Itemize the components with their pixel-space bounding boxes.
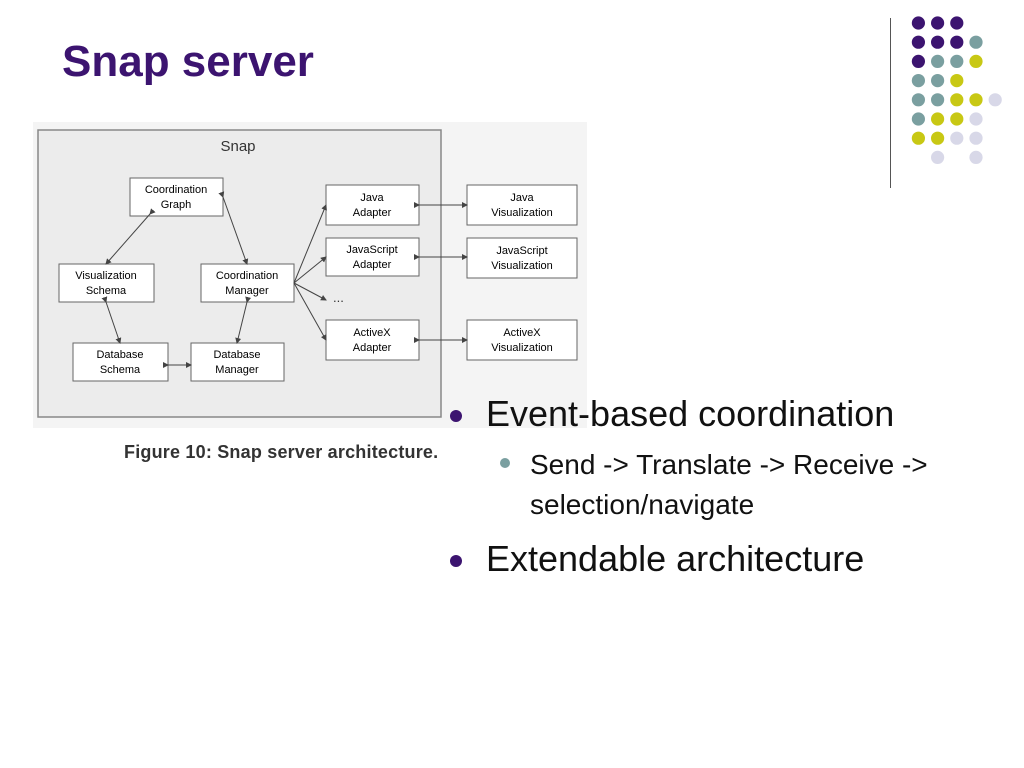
svg-text:Manager: Manager [215, 364, 259, 376]
more-adapters-ellipsis: ... [333, 290, 344, 305]
svg-text:Coordination: Coordination [145, 184, 207, 196]
coordination-manager-box: Coordination Manager [200, 263, 295, 303]
decorative-dot [931, 74, 945, 88]
svg-text:Database: Database [213, 349, 260, 361]
svg-text:Java: Java [360, 192, 384, 204]
decorative-dot [911, 35, 926, 49]
decorative-dot [911, 112, 926, 126]
decorative-dot [969, 93, 983, 107]
svg-text:Graph: Graph [161, 199, 192, 211]
decorative-dot [950, 93, 964, 107]
decorative-dot [950, 74, 964, 88]
bullet-text: Event-based coordination [486, 393, 895, 434]
decorative-dot [931, 112, 945, 126]
javascript-adapter-box: JavaScript Adapter [325, 237, 420, 277]
sub-bullet-icon [500, 458, 510, 469]
figure-caption: Figure 10: Snap server architecture. [124, 442, 439, 462]
activex-visualization-box: ActiveX Visualization [466, 319, 578, 361]
decorative-dot [911, 54, 926, 68]
svg-text:Coordination: Coordination [216, 270, 278, 282]
java-adapter-box: Java Adapter [325, 184, 420, 226]
bullet-item: Event-based coordination [450, 392, 1020, 435]
svg-text:Adapter: Adapter [353, 259, 392, 271]
svg-text:Java: Java [510, 192, 534, 204]
decorative-dot [950, 54, 964, 68]
svg-text:Visualization: Visualization [75, 270, 137, 282]
decorative-dot [911, 74, 926, 88]
decorative-dot [931, 16, 945, 30]
svg-text:ActiveX: ActiveX [503, 327, 541, 339]
decorative-dot [988, 93, 1002, 107]
decorative-dot [911, 16, 926, 30]
decorative-dot [950, 131, 964, 145]
decorative-dot [931, 54, 945, 68]
snap-frame-label: Snap [220, 138, 255, 155]
database-manager-box: Database Manager [190, 342, 285, 382]
bullet-icon [450, 410, 462, 422]
bullet-item: Extendable architecture [450, 537, 1020, 580]
svg-text:Visualization: Visualization [491, 342, 553, 354]
activex-adapter-box: ActiveX Adapter [325, 319, 420, 361]
decorative-dot [969, 150, 983, 164]
bullet-list: Event-based coordination Send -> Transla… [450, 392, 1020, 590]
decorative-dot [969, 112, 983, 126]
decorative-dot [931, 35, 945, 49]
decorative-dot [911, 131, 926, 145]
svg-text:Schema: Schema [86, 285, 127, 297]
decorative-dot [931, 93, 945, 107]
bullet-icon [450, 554, 462, 567]
svg-text:Database: Database [96, 349, 143, 361]
coordination-graph-box: Coordination Graph [129, 177, 224, 217]
decorative-dot [950, 16, 964, 30]
decorative-dot [950, 112, 964, 126]
svg-text:Adapter: Adapter [353, 342, 392, 354]
java-visualization-box: Java Visualization [466, 184, 578, 226]
connector-lines [101, 191, 468, 368]
svg-text:Manager: Manager [225, 285, 269, 297]
visualization-schema-box: Visualization Schema [58, 263, 155, 303]
svg-text:Schema: Schema [100, 364, 141, 376]
decorative-dot [969, 131, 983, 145]
architecture-figure: Snap Coordination Graph Visualization Sc… [33, 122, 587, 428]
sub-bullet-item: Send -> Translate -> Receive -> selectio… [450, 445, 1010, 525]
svg-text:Visualization: Visualization [491, 260, 553, 272]
decorative-dot [931, 150, 945, 164]
decorative-dot [911, 93, 926, 107]
svg-text:JavaScript: JavaScript [346, 244, 397, 256]
svg-text:ActiveX: ActiveX [353, 327, 391, 339]
svg-text:Adapter: Adapter [353, 207, 392, 219]
javascript-visualization-box: JavaScript Visualization [466, 237, 578, 279]
svg-text:Visualization: Visualization [491, 207, 553, 219]
decorative-dot [969, 54, 983, 68]
bullet-text: Extendable architecture [486, 537, 865, 579]
database-schema-box: Database Schema [72, 342, 169, 382]
architecture-diagram: Snap Coordination Graph Visualization Sc… [37, 129, 578, 418]
svg-text:JavaScript: JavaScript [496, 245, 547, 257]
slide-title: Snap server [62, 37, 314, 86]
sub-bullet-text: Send -> Translate -> Receive -> selectio… [530, 449, 928, 520]
decorative-dot [969, 35, 983, 49]
decorative-dot [950, 35, 964, 49]
divider-line [890, 18, 891, 188]
decorative-dot [931, 131, 945, 145]
